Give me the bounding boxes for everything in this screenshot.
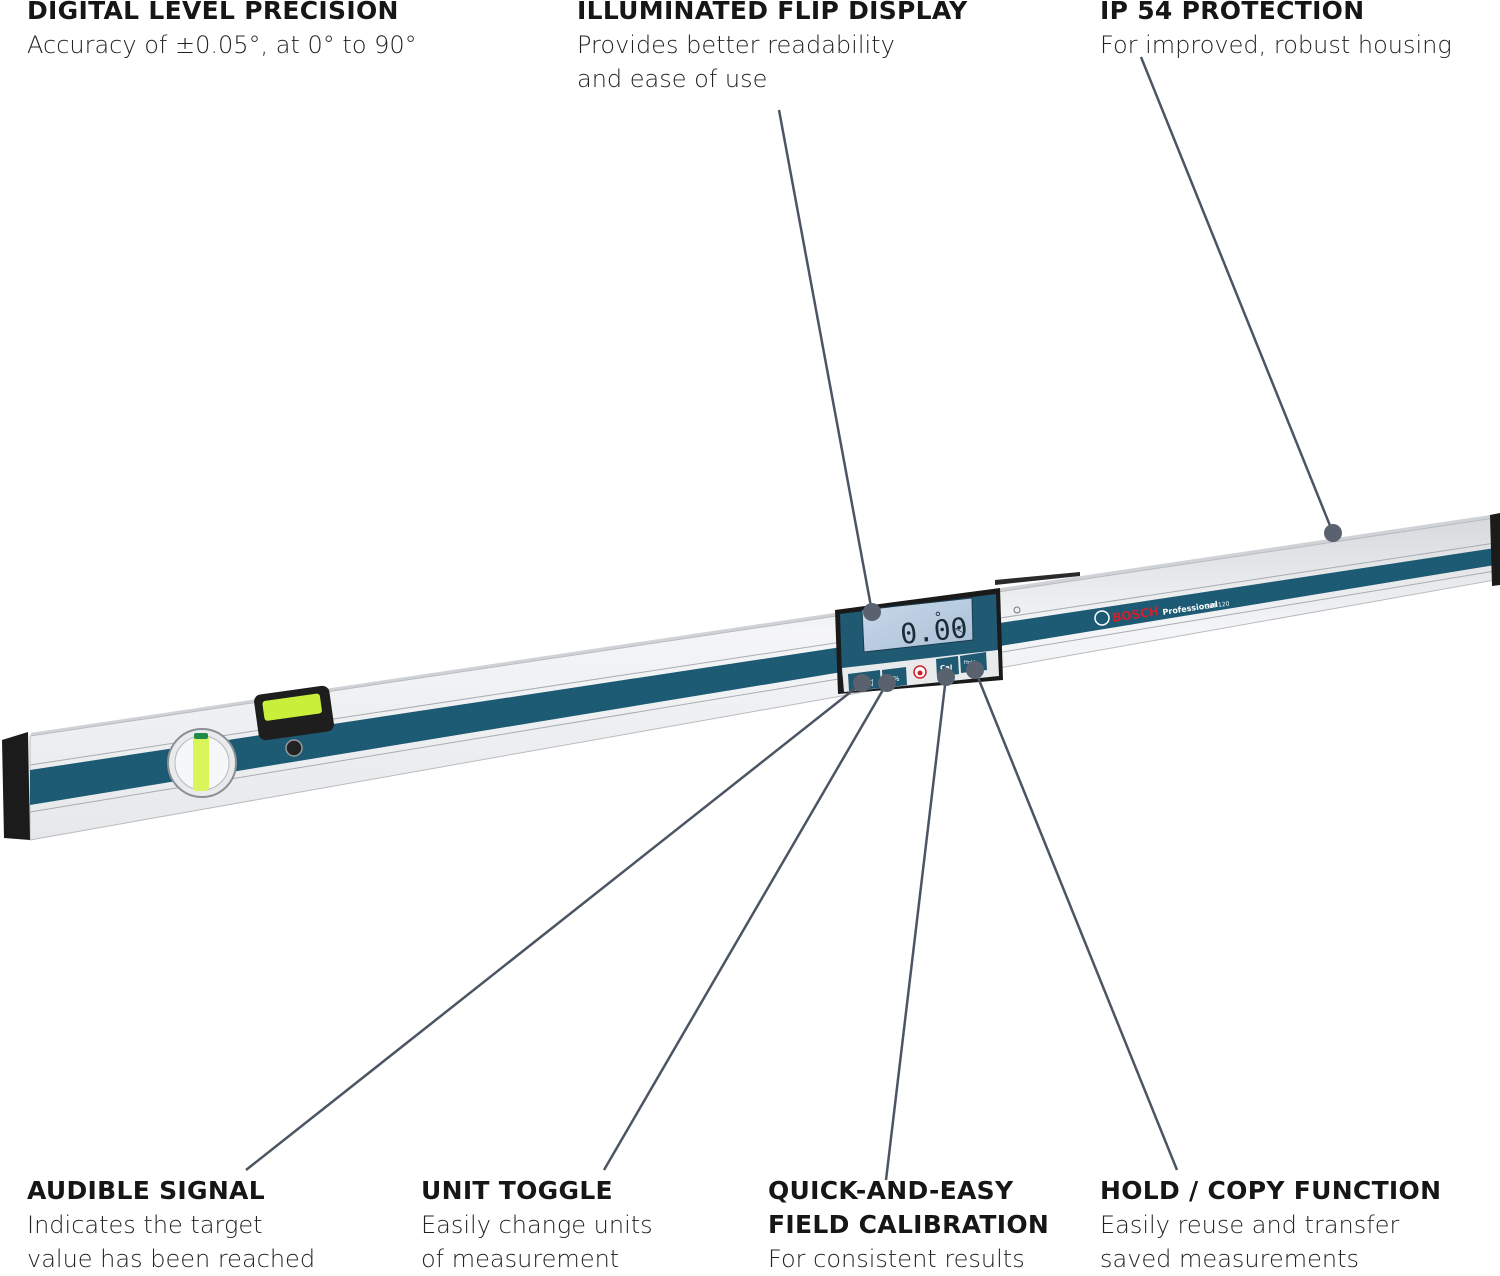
leader-hold xyxy=(973,669,1179,1171)
lcd-speaker-icon: ◁ xyxy=(954,621,964,635)
callout-desc: Accuracy of ±0.05°, at 0° to 90° xyxy=(27,31,417,59)
horizontal-vial xyxy=(254,685,334,757)
cal-label: Cal xyxy=(940,664,952,672)
callout-audible-signal: AUDIBLE SIGNAL Indicates the target valu… xyxy=(27,1174,315,1276)
model-text: GIM 120 xyxy=(1204,600,1230,611)
lcd-degree: ° xyxy=(934,610,943,627)
leader-ip54 xyxy=(1139,56,1335,534)
callout-title: HOLD / COPY FUNCTION xyxy=(1100,1176,1442,1205)
level-body xyxy=(2,513,1500,841)
mount-hole xyxy=(285,739,303,757)
left-end-cap xyxy=(2,732,30,840)
lcd-reading: 0.00 xyxy=(899,611,970,651)
callout-digital-level-precision: DIGITAL LEVEL PRECISION Accuracy of ±0.0… xyxy=(27,0,417,62)
callout-hold-copy-function: HOLD / COPY FUNCTION Easily reuse and tr… xyxy=(1100,1174,1441,1276)
callout-desc: Provides better readability xyxy=(577,31,895,59)
leader-display xyxy=(777,109,874,613)
groove-line xyxy=(29,542,1496,766)
brand-text: BOSCH xyxy=(1111,604,1159,625)
callout-desc: and ease of use xyxy=(577,65,768,93)
callout-desc: value has been reached xyxy=(27,1245,316,1273)
lcd-screen xyxy=(861,597,974,653)
callout-title: QUICK-AND-EASY xyxy=(768,1176,1014,1205)
callout-unit-toggle: UNIT TOGGLE Easily change units of measu… xyxy=(421,1174,653,1276)
screw xyxy=(1013,606,1021,614)
callout-desc: Indicates the target xyxy=(27,1211,263,1239)
callout-title: AUDIBLE SIGNAL xyxy=(27,1176,265,1205)
vial-cap xyxy=(194,733,208,739)
button-power[interactable] xyxy=(913,665,927,679)
vertical-vial xyxy=(167,728,237,798)
leader-dot xyxy=(966,661,984,679)
rail-clip xyxy=(995,572,1080,585)
leader-dots xyxy=(853,524,1342,692)
leader-dot xyxy=(853,674,871,692)
vial-glass xyxy=(193,735,209,791)
callout-desc: Easily change units xyxy=(421,1211,653,1239)
callout-title: UNIT TOGGLE xyxy=(421,1176,613,1205)
vial-glass xyxy=(262,693,322,721)
callout-desc: of measurement xyxy=(421,1245,620,1273)
leader-dot xyxy=(1324,524,1342,542)
leader-dot xyxy=(878,674,896,692)
leader-calib xyxy=(884,676,948,1181)
callout-title: ILLUMINATED FLIP DISPLAY xyxy=(577,0,968,25)
leader-lines xyxy=(245,56,1335,1181)
callout-ip54-protection: IP 54 PROTECTION For improved, robust ho… xyxy=(1100,0,1452,62)
leader-dot xyxy=(863,603,881,621)
leader-unit xyxy=(602,682,889,1171)
callout-desc: Easily reuse and transfer xyxy=(1100,1211,1400,1239)
power-icon xyxy=(917,670,923,676)
level-stripe xyxy=(30,548,1495,805)
groove-line xyxy=(29,570,1496,813)
callout-illuminated-flip-display: ILLUMINATED FLIP DISPLAY Provides better… xyxy=(577,0,968,96)
leader-dot xyxy=(937,668,955,686)
callout-field-calibration: QUICK-AND-EASY FIELD CALIBRATION For con… xyxy=(768,1174,1049,1276)
callout-desc: For improved, robust housing xyxy=(1100,31,1452,59)
callout-title-line2: FIELD CALIBRATION xyxy=(768,1210,1050,1239)
callout-desc: saved measurements xyxy=(1100,1245,1359,1273)
callout-title: DIGITAL LEVEL PRECISION xyxy=(27,0,399,25)
callout-desc: For consistent results xyxy=(768,1245,1025,1273)
callout-title: IP 54 PROTECTION xyxy=(1100,0,1365,25)
leader-audible xyxy=(245,682,863,1171)
right-end-cap xyxy=(1490,513,1500,586)
bosch-logo-icon xyxy=(1094,610,1110,626)
